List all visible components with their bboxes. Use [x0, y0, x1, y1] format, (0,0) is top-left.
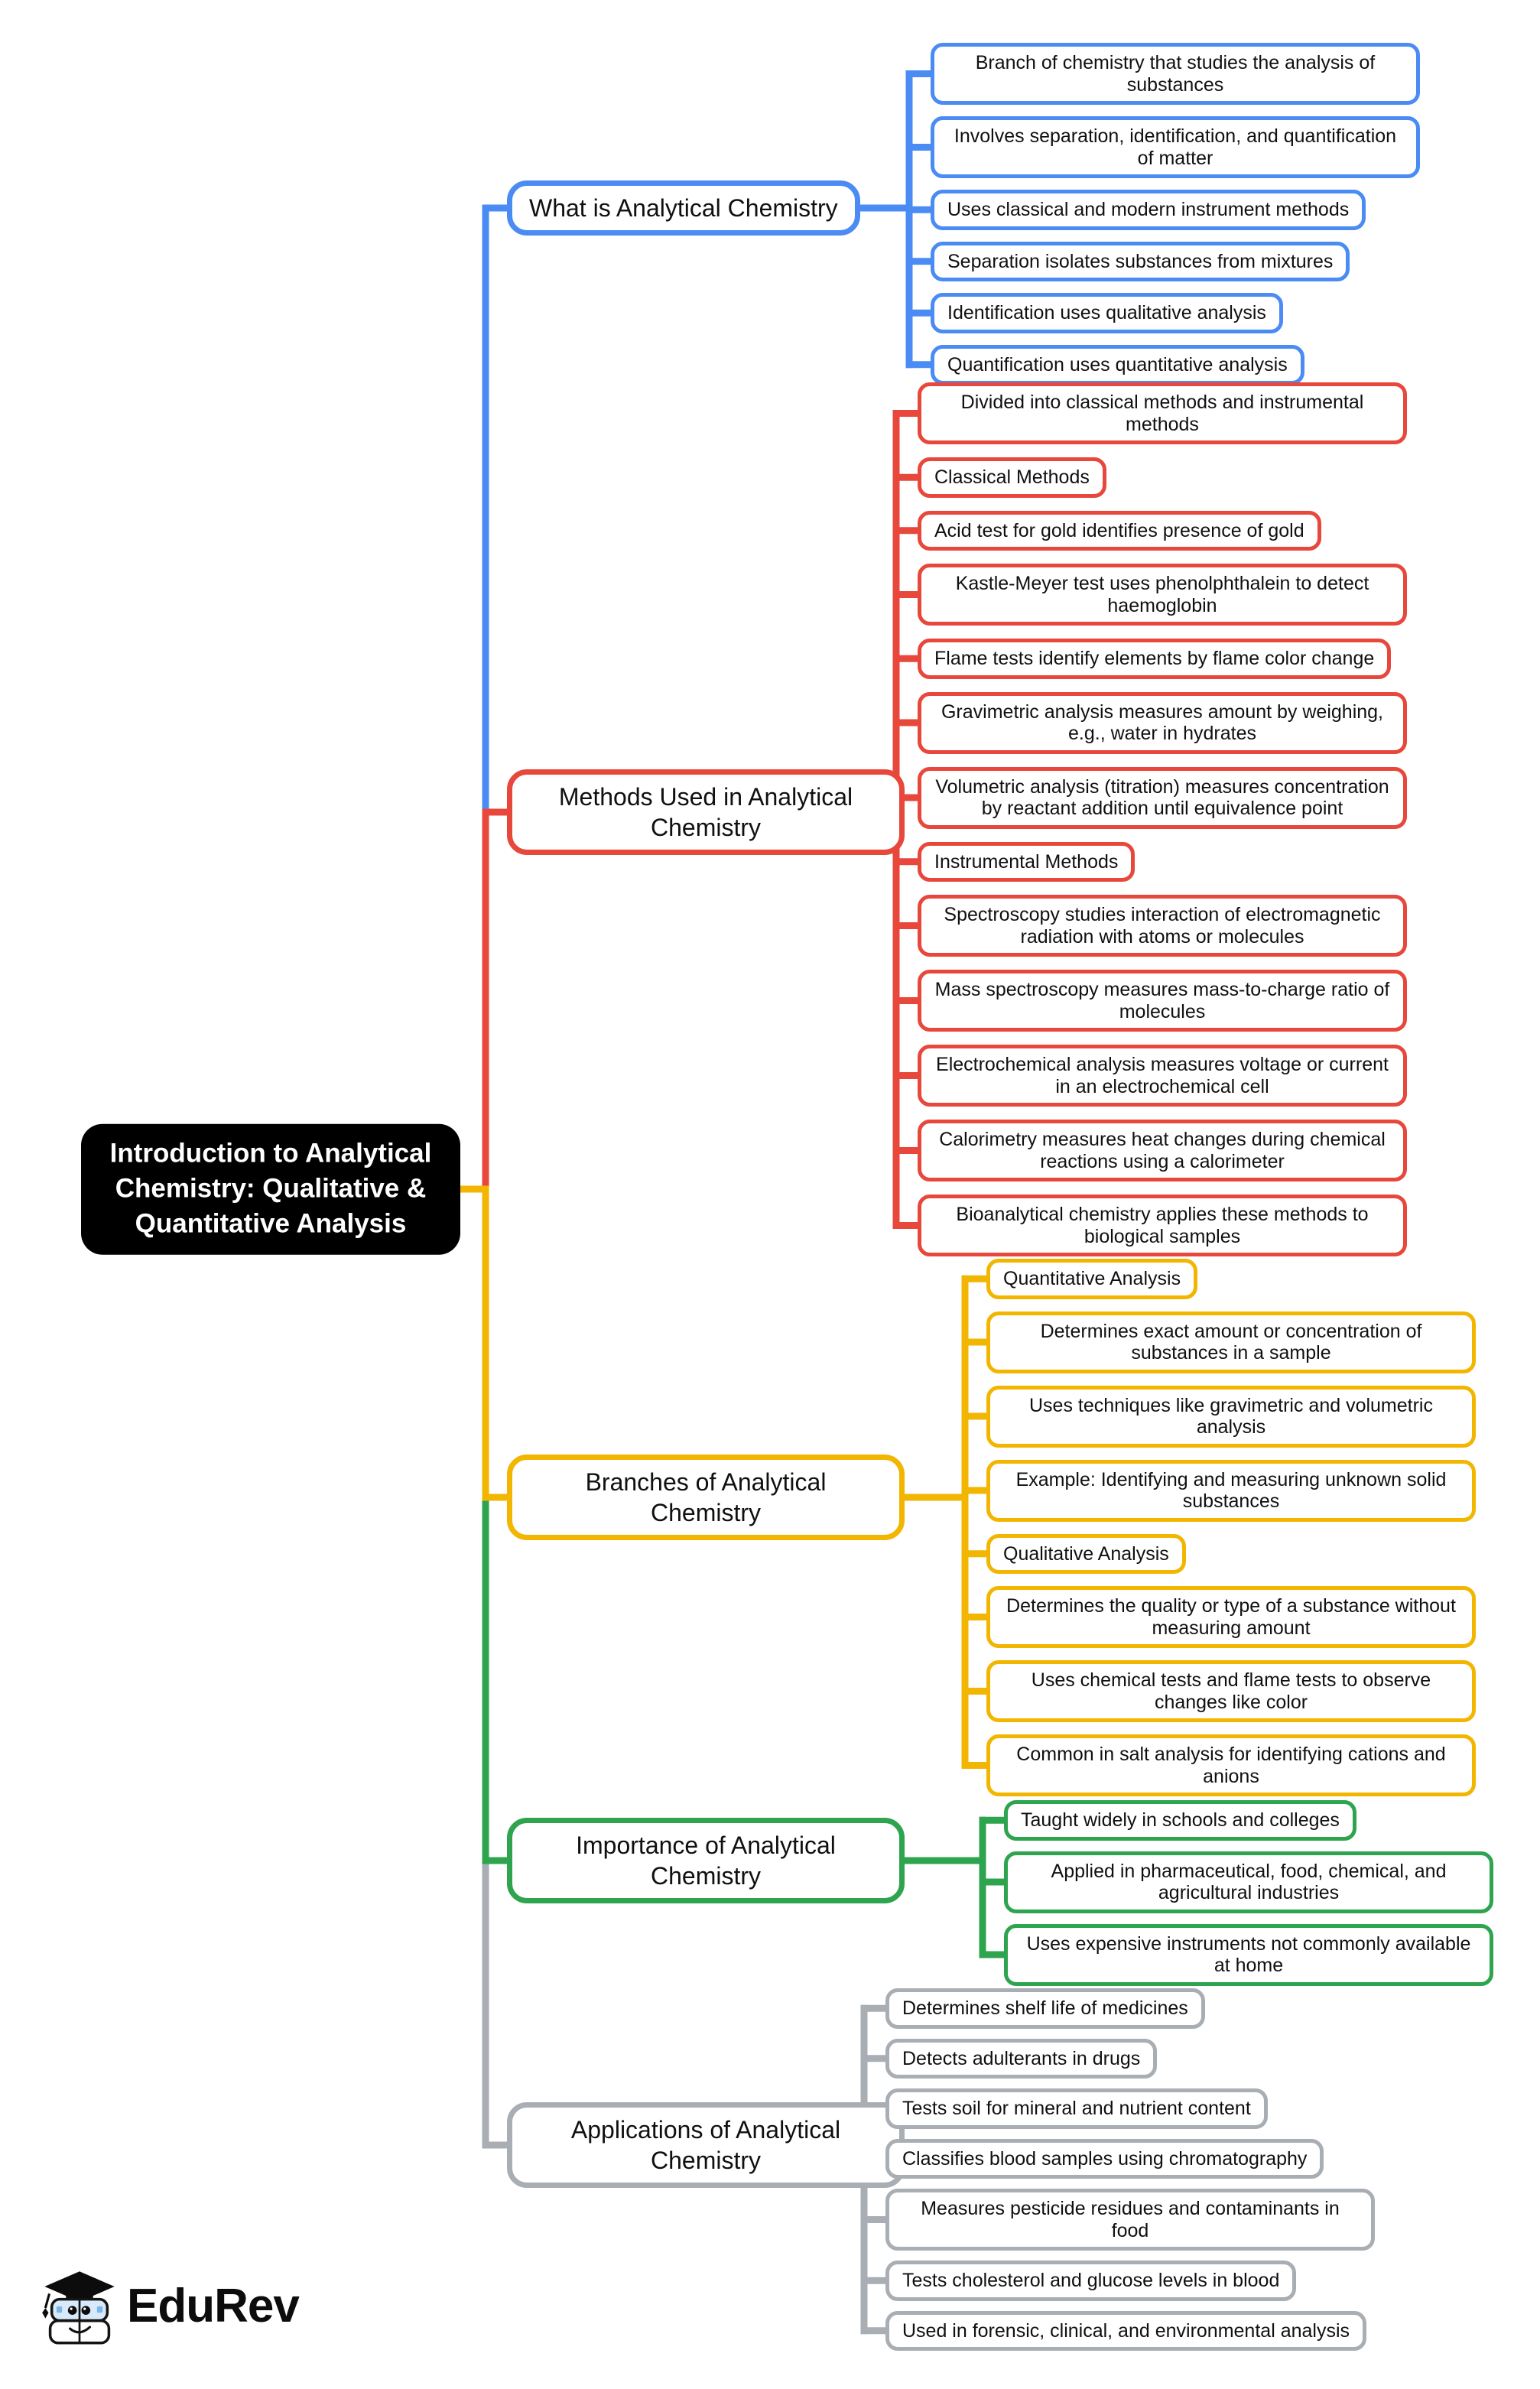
node-importance-0: Taught widely in schools and colleges [1004, 1800, 1356, 1841]
node-what-0: Branch of chemistry that studies the ana… [931, 43, 1420, 105]
node-methods-3: Kastle-Meyer test uses phenolphthalein t… [918, 564, 1407, 626]
node-methods-12: Bioanalytical chemistry applies these me… [918, 1194, 1407, 1256]
node-branches-5: Determines the quality or type of a subs… [986, 1586, 1476, 1648]
node-what-4: Identification uses qualitative analysis [931, 293, 1283, 333]
node-branches-2: Uses techniques like gravimetric and vol… [986, 1385, 1476, 1448]
node-importance-2: Uses expensive instruments not commonly … [1004, 1923, 1493, 1986]
node-branches-3: Example: Identifying and measuring unkno… [986, 1459, 1476, 1522]
node-applications-5: Tests cholesterol and glucose levels in … [885, 2261, 1297, 2301]
edurev-mascot-icon [42, 2271, 115, 2345]
node-what-5: Quantification uses quantitative analysi… [931, 344, 1304, 385]
node-branches-1: Determines exact amount or concentration… [986, 1311, 1476, 1373]
node-methods-6: Volumetric analysis (titration) measures… [918, 766, 1407, 829]
node-methods-9: Mass spectroscopy measures mass-to-charg… [918, 970, 1407, 1032]
node-methods-7: Instrumental Methods [918, 841, 1136, 882]
branch-title-importance: Importance of Analytical Chemistry [507, 1818, 905, 1903]
branch-children-methods: Divided into classical methods and instr… [918, 382, 1407, 1256]
branch-children-what: Branch of chemistry that studies the ana… [931, 43, 1420, 385]
branch-title-methods: Methods Used in Analytical Chemistry [507, 769, 905, 855]
node-branches-4: Qualitative Analysis [986, 1533, 1186, 1574]
node-applications-0: Determines shelf life of medicines [885, 1988, 1205, 2029]
node-applications-1: Detects adulterants in drugs [885, 2038, 1158, 2079]
node-applications-3: Classifies blood samples using chromatog… [885, 2138, 1324, 2179]
edurev-logo: EduRev [40, 2265, 300, 2348]
node-methods-5: Gravimetric analysis measures amount by … [918, 691, 1407, 754]
node-methods-2: Acid test for gold identifies presence o… [918, 510, 1321, 551]
node-methods-1: Classical Methods [918, 457, 1106, 498]
branch-title-applications: Applications of Analytical Chemistry [507, 2102, 905, 2188]
node-branches-6: Uses chemical tests and flame tests to o… [986, 1660, 1476, 1722]
node-what-3: Separation isolates substances from mixt… [931, 241, 1350, 281]
node-applications-6: Used in forensic, clinical, and environm… [885, 2310, 1367, 2351]
node-what-1: Involves separation, identification, and… [931, 116, 1420, 178]
node-importance-1: Applied in pharmaceutical, food, chemica… [1004, 1851, 1493, 1913]
node-applications-4: Measures pesticide residues and contamin… [885, 2189, 1375, 2251]
node-branches-7: Common in salt analysis for identifying … [986, 1734, 1476, 1796]
node-applications-2: Tests soil for mineral and nutrient cont… [885, 2088, 1268, 2129]
node-what-2: Uses classical and modern instrument met… [931, 190, 1366, 230]
node-methods-4: Flame tests identify elements by flame c… [918, 639, 1392, 679]
node-methods-11: Calorimetry measures heat changes during… [918, 1120, 1407, 1181]
node-methods-8: Spectroscopy studies interaction of elec… [918, 895, 1407, 957]
central-topic-node: Introduction to Analytical Chemistry: Qu… [81, 1123, 460, 1255]
node-branches-0: Quantitative Analysis [986, 1259, 1198, 1299]
branch-title-what: What is Analytical Chemistry [507, 180, 860, 236]
node-methods-10: Electrochemical analysis measures voltag… [918, 1045, 1407, 1107]
branch-title-branches: Branches of Analytical Chemistry [507, 1455, 905, 1540]
node-methods-0: Divided into classical methods and instr… [918, 382, 1407, 444]
edurev-logo-text: EduRev [127, 2280, 300, 2332]
